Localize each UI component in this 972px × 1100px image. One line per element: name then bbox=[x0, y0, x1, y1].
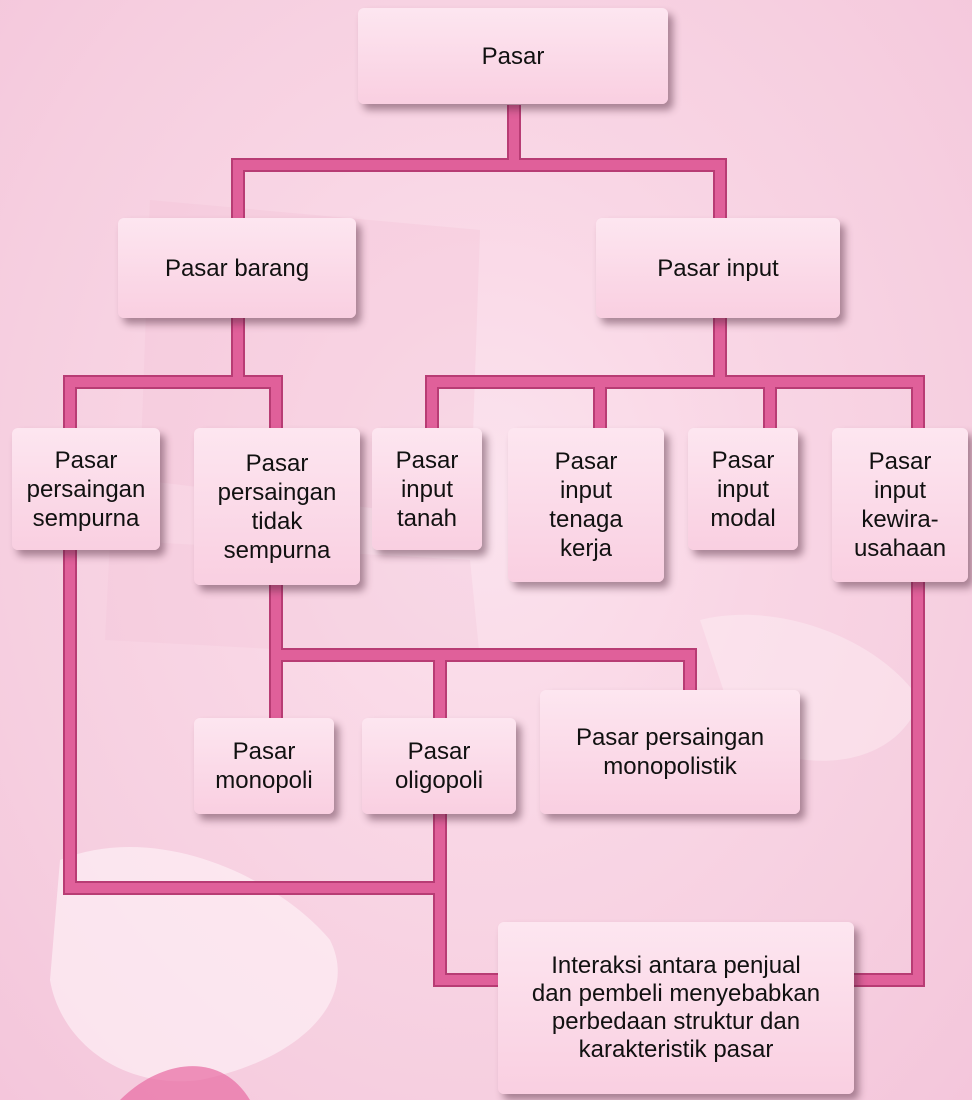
connector-imperfect-split-fill bbox=[271, 585, 695, 718]
connector-input-split-fill bbox=[427, 318, 923, 428]
node-pasar-barang: Pasar barang bbox=[118, 218, 356, 318]
node-pasar-input-modal: Pasar input modal bbox=[688, 428, 798, 550]
background-disc-shape bbox=[120, 1066, 250, 1100]
connector-input-split bbox=[425, 318, 925, 428]
connector-entrepreneur-to-conclusion-fill bbox=[850, 582, 923, 985]
connector-root-split-fill bbox=[233, 105, 725, 218]
background-world-map-shape bbox=[50, 847, 338, 1082]
connector-perfect-to-conclusion-fill bbox=[65, 550, 445, 893]
connector-goods-split bbox=[63, 318, 283, 428]
node-pasar-oligopoli: Pasar oligopoli bbox=[362, 718, 516, 814]
node-pasar-input-kewirausahaan: Pasar input kewira- usahaan bbox=[832, 428, 968, 582]
node-pasar-input: Pasar input bbox=[596, 218, 840, 318]
node-pasar-persaingan-tidak-sempurna: Pasar persaingan tidak sempurna bbox=[194, 428, 360, 585]
connector-to-conclusion-left-fill bbox=[435, 888, 510, 985]
node-pasar-input-tenaga-kerja: Pasar input tenaga kerja bbox=[508, 428, 664, 582]
node-pasar-persaingan-sempurna: Pasar persaingan sempurna bbox=[12, 428, 160, 550]
node-pasar-monopoli: Pasar monopoli bbox=[194, 718, 334, 814]
node-pasar: Pasar bbox=[358, 8, 668, 104]
connector-entrepreneur-to-conclusion bbox=[850, 582, 925, 987]
node-pasar-persaingan-monopolistik: Pasar persaingan monopolistik bbox=[540, 690, 800, 814]
node-pasar-input-tanah: Pasar input tanah bbox=[372, 428, 482, 550]
connector-goods-split-fill bbox=[65, 318, 281, 428]
node-interaksi-penjual-pembeli: Interaksi antara penjual dan pembeli men… bbox=[498, 922, 854, 1094]
